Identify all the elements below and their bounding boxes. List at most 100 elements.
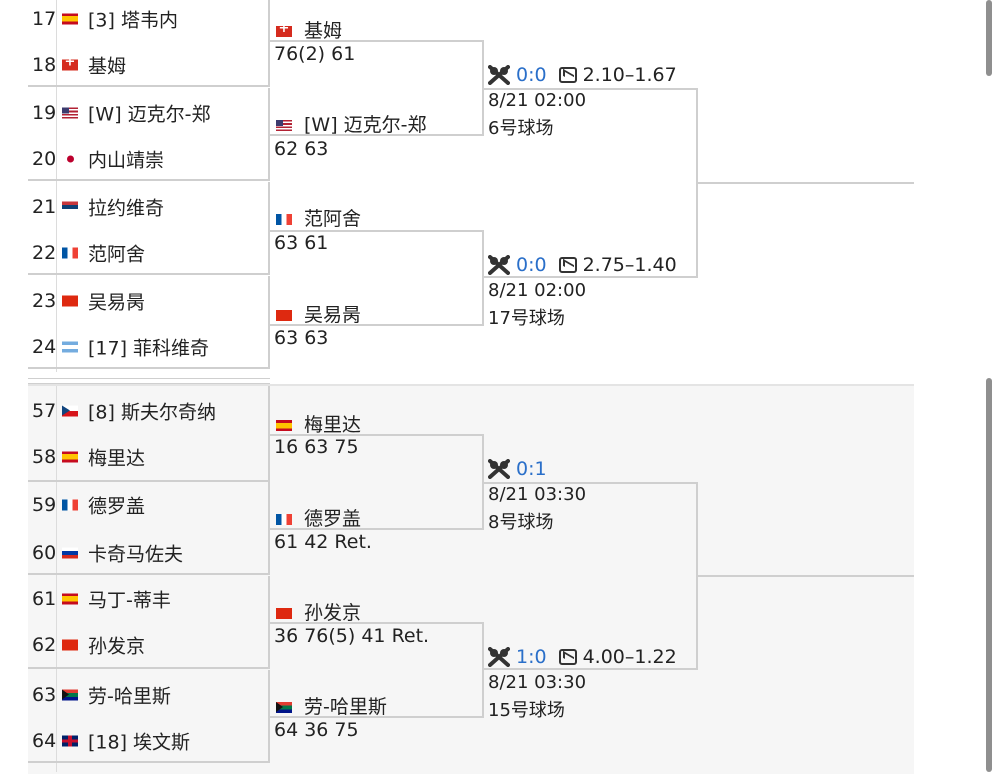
switzerland-flag-icon	[276, 21, 292, 37]
first-round-pair	[28, 0, 270, 87]
round2-player[interactable]: [W] 迈克尔-郑	[276, 110, 427, 137]
first-round-pair	[28, 670, 270, 763]
first-round-pair	[28, 482, 270, 575]
player-name: 范阿舍	[304, 208, 362, 230]
draw-number: 59	[32, 494, 57, 516]
player-row[interactable]: 23 吴易昺	[28, 278, 270, 324]
player-name: 基姆	[88, 55, 127, 78]
round2-player[interactable]: 吴易昺	[276, 300, 361, 327]
player-row[interactable]: 58 梅里达	[28, 434, 270, 480]
match-date: 8/21 02:00	[488, 90, 587, 111]
bracket-connector	[698, 182, 914, 184]
odds-value: 2.75–1.40	[582, 254, 677, 276]
player-row[interactable]: 17 [3] 塔韦内	[28, 0, 270, 42]
round2-player[interactable]: 孙发京	[276, 598, 361, 625]
japan-flag-icon	[62, 153, 78, 165]
player-name: 马丁-蒂丰	[88, 589, 171, 612]
match-header[interactable]: 0:0 2.10–1.67	[488, 64, 677, 86]
draw-number: 22	[32, 242, 57, 264]
chart-icon[interactable]	[558, 649, 577, 665]
first-round-pair	[28, 88, 270, 181]
spain-flag-icon	[276, 420, 292, 431]
live-score-link[interactable]: 0:0	[516, 254, 547, 276]
spain-flag-icon	[62, 451, 78, 463]
draw-number: 17	[32, 8, 57, 30]
match-score: 63 63	[274, 327, 329, 349]
player-row[interactable]: 62 孙发京	[28, 622, 270, 668]
number-column-divider	[56, 386, 57, 772]
second-round-bracket	[270, 622, 484, 718]
player-row[interactable]: 22 范阿舍	[28, 230, 270, 276]
round2-player[interactable]: 梅里达	[276, 410, 361, 437]
match-header[interactable]: 0:0 2.75–1.40	[488, 254, 677, 276]
uk-flag-icon	[62, 735, 78, 747]
live-score-link[interactable]: 1:0	[516, 646, 547, 668]
player-row[interactable]: 20 内山靖崇	[28, 136, 270, 182]
player-name: [W] 迈克尔-郑	[304, 114, 427, 136]
player-name: 内山靖崇	[88, 149, 165, 172]
player-row[interactable]: 57 [8] 斯夫尔奇纳	[28, 388, 270, 434]
china-flag-icon	[276, 310, 292, 321]
france-flag-icon	[276, 214, 292, 225]
player-row[interactable]: 19 [W] 迈克尔-郑	[28, 90, 270, 136]
china-flag-icon	[276, 608, 292, 619]
scrollbar-top[interactable]	[986, 0, 992, 76]
draw-number: 62	[32, 634, 57, 656]
round2-player[interactable]: 范阿舍	[276, 204, 361, 231]
chart-icon[interactable]	[558, 257, 577, 273]
bracket-section-top	[28, 0, 914, 378]
match-score: 36 76(5) 41 Ret.	[274, 625, 430, 647]
player-row[interactable]: 60 卡奇马佐夫	[28, 530, 270, 576]
round2-player[interactable]: 劳-哈里斯	[276, 692, 387, 719]
player-name: [17] 菲科维奇	[88, 337, 210, 360]
section-divider	[28, 378, 270, 384]
first-round-pair	[28, 182, 270, 275]
usa-flag-icon	[62, 107, 78, 119]
second-round-bracket	[270, 434, 484, 530]
player-row[interactable]: 59 德罗盖	[28, 482, 270, 528]
match-court: 6号球场	[488, 118, 554, 139]
match-header[interactable]: 0:1	[488, 458, 559, 480]
draw-number: 19	[32, 102, 57, 124]
round2-player[interactable]: 基姆	[276, 16, 342, 43]
match-score: 63 61	[274, 232, 329, 254]
player-row[interactable]: 64 [18] 埃文斯	[28, 718, 270, 764]
argentina-flag-icon	[62, 341, 78, 353]
round2-player[interactable]: 德罗盖	[276, 504, 361, 531]
match-date: 8/21 03:30	[488, 484, 587, 505]
player-row[interactable]: 61 马丁-蒂丰	[28, 576, 270, 622]
player-row[interactable]: 24 [17] 菲科维奇	[28, 324, 270, 370]
bracket-section-bottom	[28, 384, 914, 774]
scrollbar-bottom[interactable]	[986, 378, 992, 772]
live-score-link[interactable]: 0:1	[516, 458, 547, 480]
player-name: 德罗盖	[88, 495, 146, 518]
player-name: 孙发京	[304, 602, 362, 624]
match-header[interactable]: 1:0 4.00–1.22	[488, 646, 677, 668]
odds-value: 2.10–1.67	[582, 64, 677, 86]
live-score-link[interactable]: 0:0	[516, 64, 547, 86]
draw-number: 63	[32, 684, 57, 706]
second-round-bracket	[270, 40, 484, 136]
draw-number: 24	[32, 336, 57, 358]
player-name: 吴易昺	[88, 291, 146, 314]
draw-number: 61	[32, 588, 57, 610]
crossed-rackets-icon	[488, 647, 510, 667]
player-name: 德罗盖	[304, 508, 362, 530]
switzerland-flag-icon	[62, 55, 78, 71]
spain-flag-icon	[62, 13, 78, 25]
player-name: [W] 迈克尔-郑	[88, 103, 211, 126]
bracket-connector	[698, 575, 914, 577]
chart-icon[interactable]	[558, 67, 577, 83]
number-column-divider	[56, 0, 57, 372]
match-court: 15号球场	[488, 700, 565, 721]
player-row[interactable]: 18 基姆	[28, 42, 270, 88]
first-round-pair	[28, 576, 270, 669]
china-flag-icon	[62, 295, 78, 307]
draw-number: 18	[32, 54, 57, 76]
player-row[interactable]: 63 劳-哈里斯	[28, 672, 270, 718]
player-row[interactable]: 21 拉约维奇	[28, 184, 270, 230]
match-score: 62 63	[274, 138, 329, 160]
draw-number: 21	[32, 196, 57, 218]
russia-flag-icon	[62, 547, 78, 559]
match-score: 16 63 75	[274, 436, 359, 458]
